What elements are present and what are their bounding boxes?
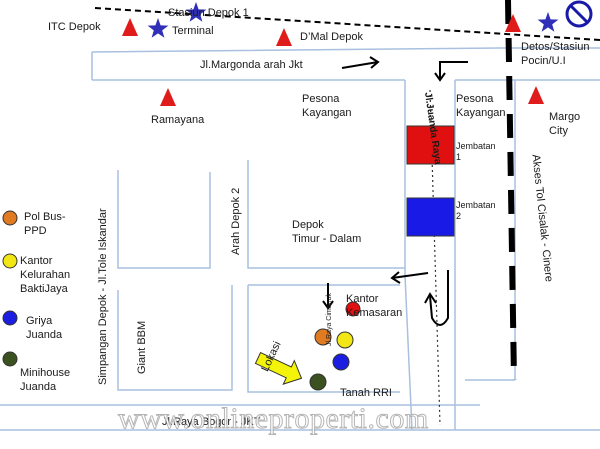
juanda-road-left-edge: [404, 80, 413, 431]
watermark: www.onlineproperti.com: [118, 402, 429, 436]
dmal-depok-marker: [276, 28, 292, 46]
margonda-road-label: Jl.Margonda arah Jkt: [200, 59, 303, 71]
margonda-road-top-edge: [91, 47, 600, 53]
margo-city-marker: [528, 86, 544, 104]
margonda-arrow-head: [369, 56, 380, 69]
u-turn-arrow: [429, 270, 449, 326]
tanah-rri-label: Tanah RRI: [340, 387, 392, 399]
dmal-depok-label: D’Mal Depok: [300, 31, 363, 43]
legend-label-minihouse: Minihouse Juanda: [20, 367, 71, 393]
pesona-kayangan-right-label: Pesona Kayangan: [456, 93, 506, 119]
kantor-kemasaran-label: Kantor Kemasaran: [346, 293, 403, 319]
legend-dot-kelurahan: [2, 253, 18, 269]
road-outlines: [0, 47, 600, 431]
jembatan-2-bridge: [406, 197, 455, 237]
terminal-star-icon: [147, 18, 169, 38]
pesona-kayangan-left-label: Pesona Kayangan: [302, 93, 352, 119]
jembatan-1-label: Jembatan 1: [456, 141, 496, 162]
stasiun-depok1-star-icon: [185, 2, 207, 22]
no-entry-sign-icon: [565, 0, 593, 28]
jembatan-1-bridge: [406, 125, 455, 165]
ramayana-marker: [160, 88, 176, 106]
legend-label-pol-bus: Pol Bus- PPD: [24, 211, 66, 237]
block-simpangan: [117, 170, 211, 269]
minihouse-point: [309, 373, 327, 391]
lokasi-arrow-icon: [254, 351, 303, 385]
traffic-arrows: [322, 56, 468, 326]
itc-depok-marker: [122, 18, 138, 36]
cimanuk-arrow-head: [322, 300, 334, 310]
giant-bbm-label: Giant BBM: [136, 320, 148, 374]
griya-point: [332, 353, 350, 371]
simpangan-label: Simpangan Depok - Jl.Tole Iskandar: [97, 208, 109, 385]
arah-depok2-label: Arah Depok 2: [230, 187, 242, 255]
juanda-entry-arrow-head: [434, 72, 446, 82]
legend-label-kelurahan: Kantor Kelurahan BaktiJaya: [20, 255, 71, 295]
detos-label: Detos/Stasiun Pocin/U.I: [521, 41, 590, 67]
station-markers: [147, 2, 559, 38]
toll-road-line: [505, 0, 517, 381]
block-depok2: [247, 160, 405, 269]
legend-dot-minihouse: [2, 351, 18, 367]
terminal-label: Terminal: [172, 25, 214, 37]
detos-star-icon: [537, 12, 559, 32]
block-rri-left: [247, 285, 400, 393]
stasiun-depok1-label: Stasiun Depok 1: [168, 7, 249, 19]
pol-bus-point: [314, 328, 332, 346]
depok-timur-label: Depok Timur - Dalam: [292, 219, 362, 245]
u-turn-arrow-head: [424, 292, 437, 304]
legend-dot-pol-bus: [2, 210, 18, 226]
juanda-entry-arrow: [439, 61, 468, 80]
legend-label-griya: Griya Juanda: [26, 315, 63, 341]
block-giant: [117, 285, 233, 391]
margo-city-label: Margo City: [549, 111, 581, 137]
raya-bogor-road-label: Jl.Raya Bogor - JKT: [162, 416, 261, 428]
kantor-kemasaran-dot: [345, 301, 361, 317]
landmark-markers: [122, 14, 544, 106]
depok-timur-arrow: [391, 272, 429, 279]
margonda-arrow: [341, 61, 379, 69]
legend-dot-griya: [2, 310, 18, 326]
railway-line: [94, 7, 600, 41]
depok-timur-arrow-head: [390, 271, 401, 284]
detos-marker: [505, 14, 521, 32]
ramayana-label: Ramayana: [151, 114, 205, 126]
kelurahan-point: [336, 331, 354, 349]
cimanuk-road-label: Jl.Raya Cimanuk: [326, 293, 333, 346]
itc-depok-label: ITC Depok: [48, 21, 101, 33]
jembatan-2-label: Jembatan 2: [456, 200, 496, 221]
